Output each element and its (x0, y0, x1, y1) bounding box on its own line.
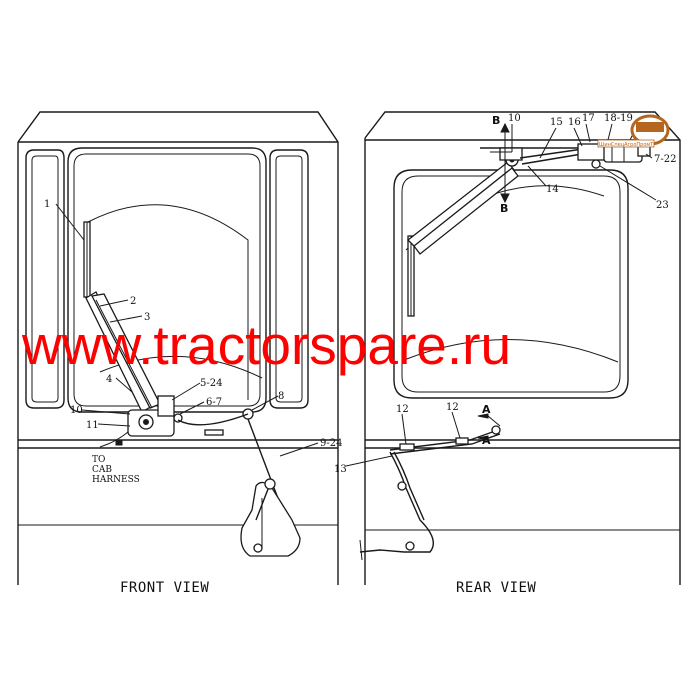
callout-10-front: 10 (70, 405, 83, 416)
callout-9-24: 9-24 (320, 438, 342, 449)
callout-2: 2 (130, 296, 136, 307)
callout-11: 11 (86, 420, 99, 431)
harness-note-line-2: CAB (92, 465, 112, 475)
callout-10-rear: 10 (508, 113, 521, 124)
front-view-caption: FRONT VIEW (120, 580, 209, 596)
callout-15: 15 (550, 117, 563, 128)
front-view: 1 2 3 4 5-24 6-7 8 9-24 10 11 TO CAB HAR… (17, 111, 342, 596)
section-mark-a-bottom: A (482, 434, 491, 447)
callout-8: 8 (278, 391, 284, 402)
watermark: www.tractorspare.ru (22, 314, 512, 376)
logo-text: ШинСпецАгроПромТ (599, 142, 654, 148)
callout-4: 4 (106, 374, 112, 385)
callout-23: 23 (656, 200, 669, 211)
callout-13: 13 (334, 464, 347, 475)
callout-5-24: 5-24 (200, 378, 222, 389)
callout-3: 3 (144, 312, 150, 323)
harness-note-line-3: HARNESS (92, 475, 140, 485)
callout-6-7: 6-7 (206, 397, 222, 408)
harness-note-line-1: TO (92, 455, 105, 465)
section-mark-b-bottom: B (500, 202, 508, 215)
callout-1: 1 (44, 199, 50, 210)
callout-18-19: 18-19 (604, 113, 633, 124)
callout-7-22: 7-22 (654, 154, 676, 165)
callout-12-right: 12 (446, 402, 459, 413)
section-mark-a-top: A (482, 403, 491, 416)
callout-14: 14 (546, 184, 559, 195)
rear-view: 10 15 16 17 18-19 20 7-22 14 23 12 12 13… (334, 111, 681, 596)
callout-17: 17 (582, 113, 595, 124)
brand-logo: ШинСпецАгроПромТ (597, 114, 670, 148)
callout-16: 16 (568, 117, 581, 128)
section-mark-b-top: B (492, 114, 500, 127)
rear-view-caption: REAR VIEW (456, 580, 536, 596)
callout-12-left: 12 (396, 404, 409, 415)
